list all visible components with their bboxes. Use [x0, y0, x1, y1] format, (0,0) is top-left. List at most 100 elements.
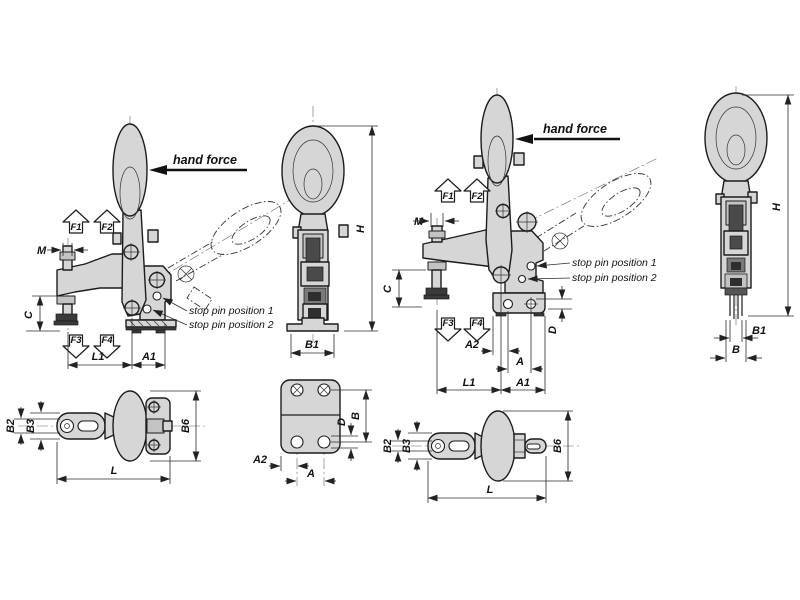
- f4-label: F4: [101, 335, 113, 346]
- spindle-nut: [427, 261, 447, 271]
- spindle-foot-pad: [423, 294, 450, 300]
- dim-label-l: L: [111, 465, 118, 477]
- phantom-centerline: [156, 199, 291, 281]
- dim-label-b: B: [732, 344, 740, 356]
- dim-label-a1: A1: [515, 377, 530, 389]
- body-top: [145, 397, 173, 455]
- hand-force-label: hand force: [173, 153, 237, 167]
- dim-label-a2: A2: [252, 454, 267, 466]
- dim-label-l1: L1: [92, 351, 105, 363]
- clamp-body-2: [492, 230, 546, 317]
- stop-pin-1-note: stop pin position 1: [572, 257, 657, 269]
- view-top-clamp-2: B2 B3 B6 L: [382, 410, 582, 503]
- base-edge: [125, 326, 177, 331]
- phantom-spindle-mark: [177, 265, 195, 283]
- force-arrow-f2: [93, 209, 121, 234]
- view-side-clamp-1: hand force F1 F2 M C F3 F4 L1 A1: [23, 116, 291, 369]
- f1-label: F1: [70, 222, 81, 233]
- dimensions-view2: H B1: [290, 125, 378, 358]
- f2-label: F2: [101, 222, 113, 233]
- phantom-open-handle: [167, 201, 282, 311]
- stop-pin-2-note: stop pin position 2: [189, 319, 274, 331]
- stop-pin-hole-1: [152, 291, 162, 301]
- handle-knob-front: [704, 92, 768, 184]
- dim-label-c: C: [382, 284, 394, 293]
- handle-knob: [112, 123, 148, 217]
- dim-label-b2: B2: [5, 419, 17, 433]
- spindle-foot-pad: [53, 320, 79, 326]
- stop-pin-hole-1: [526, 261, 536, 271]
- spindle-foot: [55, 313, 78, 322]
- dim-label-a1: A1: [141, 351, 156, 363]
- arm-hole: [59, 418, 75, 434]
- dim-label-l1: L1: [463, 377, 476, 389]
- dim-label-b1: B1: [752, 325, 766, 337]
- dim-label-h: H: [355, 224, 367, 233]
- view-front-clamp-1: H B1: [281, 106, 378, 358]
- force-arrow-f1: [434, 178, 462, 203]
- dim-label-b3: B3: [401, 439, 413, 453]
- base-hole: [502, 298, 514, 310]
- dimensions-view1: hand force F1 F2 M C F3 F4 L1 A1: [23, 153, 274, 369]
- pivots-2: [491, 203, 538, 285]
- stop-pin-1-note: stop pin position 1: [189, 305, 274, 317]
- view-side-clamp-2: hand force F1 F2 M C F3 F4 stop pin posi…: [382, 88, 659, 394]
- dim-label-a2: A2: [464, 339, 479, 351]
- dim-label-d: D: [547, 326, 559, 334]
- force-arrow-f4: [463, 317, 491, 342]
- dim-label-b6: B6: [552, 438, 564, 453]
- dim-label-d: D: [336, 418, 348, 426]
- view-base-plate: B D A2 A: [252, 379, 372, 486]
- clamp-lever-2: [473, 94, 525, 281]
- f4-label: F4: [471, 318, 483, 329]
- dim-label-b1: B1: [305, 339, 319, 351]
- threaded-stud: [729, 295, 743, 319]
- phantom-open-handle-2: [535, 173, 652, 252]
- arm-slot: [77, 420, 99, 432]
- dim-label-b2: B2: [382, 439, 394, 453]
- dimensions-view4: H B1 B: [710, 94, 794, 362]
- clamp-arm-2: [422, 225, 503, 300]
- stop-pin-2-note: stop pin position 2: [572, 272, 657, 284]
- stud-top: [513, 433, 547, 459]
- dim-label-l: L: [487, 484, 494, 496]
- base-foot: [533, 312, 545, 317]
- handle-knob-top: [112, 390, 148, 462]
- force-arrow-f2: [463, 178, 491, 203]
- f1-label: F1: [442, 191, 453, 202]
- view-front-clamp-2: H B1 B: [704, 86, 794, 362]
- dim-label-b6: B6: [180, 418, 192, 433]
- spindle-foot: [425, 287, 448, 296]
- f2-label: F2: [471, 191, 483, 202]
- force-arrow-f3: [434, 317, 462, 342]
- clamp-column-front-2: [720, 196, 752, 296]
- dim-label-m: M: [37, 245, 47, 257]
- handle-knob: [480, 94, 514, 184]
- handle-knob-top: [480, 410, 516, 482]
- force-arrow-f4: [93, 334, 121, 359]
- dimensions-view7: B2 B3 B6 L: [382, 410, 573, 503]
- dimensions-view5: B2 B3 B6 L: [5, 390, 201, 484]
- handle-knob-front: [281, 125, 345, 217]
- foot-flange-front: [286, 317, 339, 332]
- spindle-shaft: [431, 269, 442, 290]
- top-stud-nut: [428, 230, 446, 239]
- dimensions-view3: hand force F1 F2 M C F3 F4 stop pin posi…: [382, 122, 657, 394]
- dim-label-b: B: [350, 412, 362, 420]
- force-arrow-f1: [62, 209, 90, 234]
- clamp-column-front: [297, 229, 330, 321]
- view-top-clamp-1: B2 B3 B6 L: [5, 390, 205, 484]
- stud-nut: [724, 287, 748, 296]
- plate-hole: [290, 435, 304, 449]
- dim-label-a: A: [306, 468, 315, 480]
- dim-label-h: H: [771, 202, 783, 211]
- clamp-arm: [53, 245, 128, 326]
- plate-hole: [317, 435, 331, 449]
- hand-force-label: hand force: [543, 122, 607, 136]
- dimensions-view6: B D A2 A: [252, 389, 372, 485]
- clamp-lever: [112, 123, 159, 317]
- force-arrow-f3: [62, 334, 90, 359]
- dim-label-b3: B3: [25, 419, 37, 433]
- f3-label: F3: [70, 335, 82, 346]
